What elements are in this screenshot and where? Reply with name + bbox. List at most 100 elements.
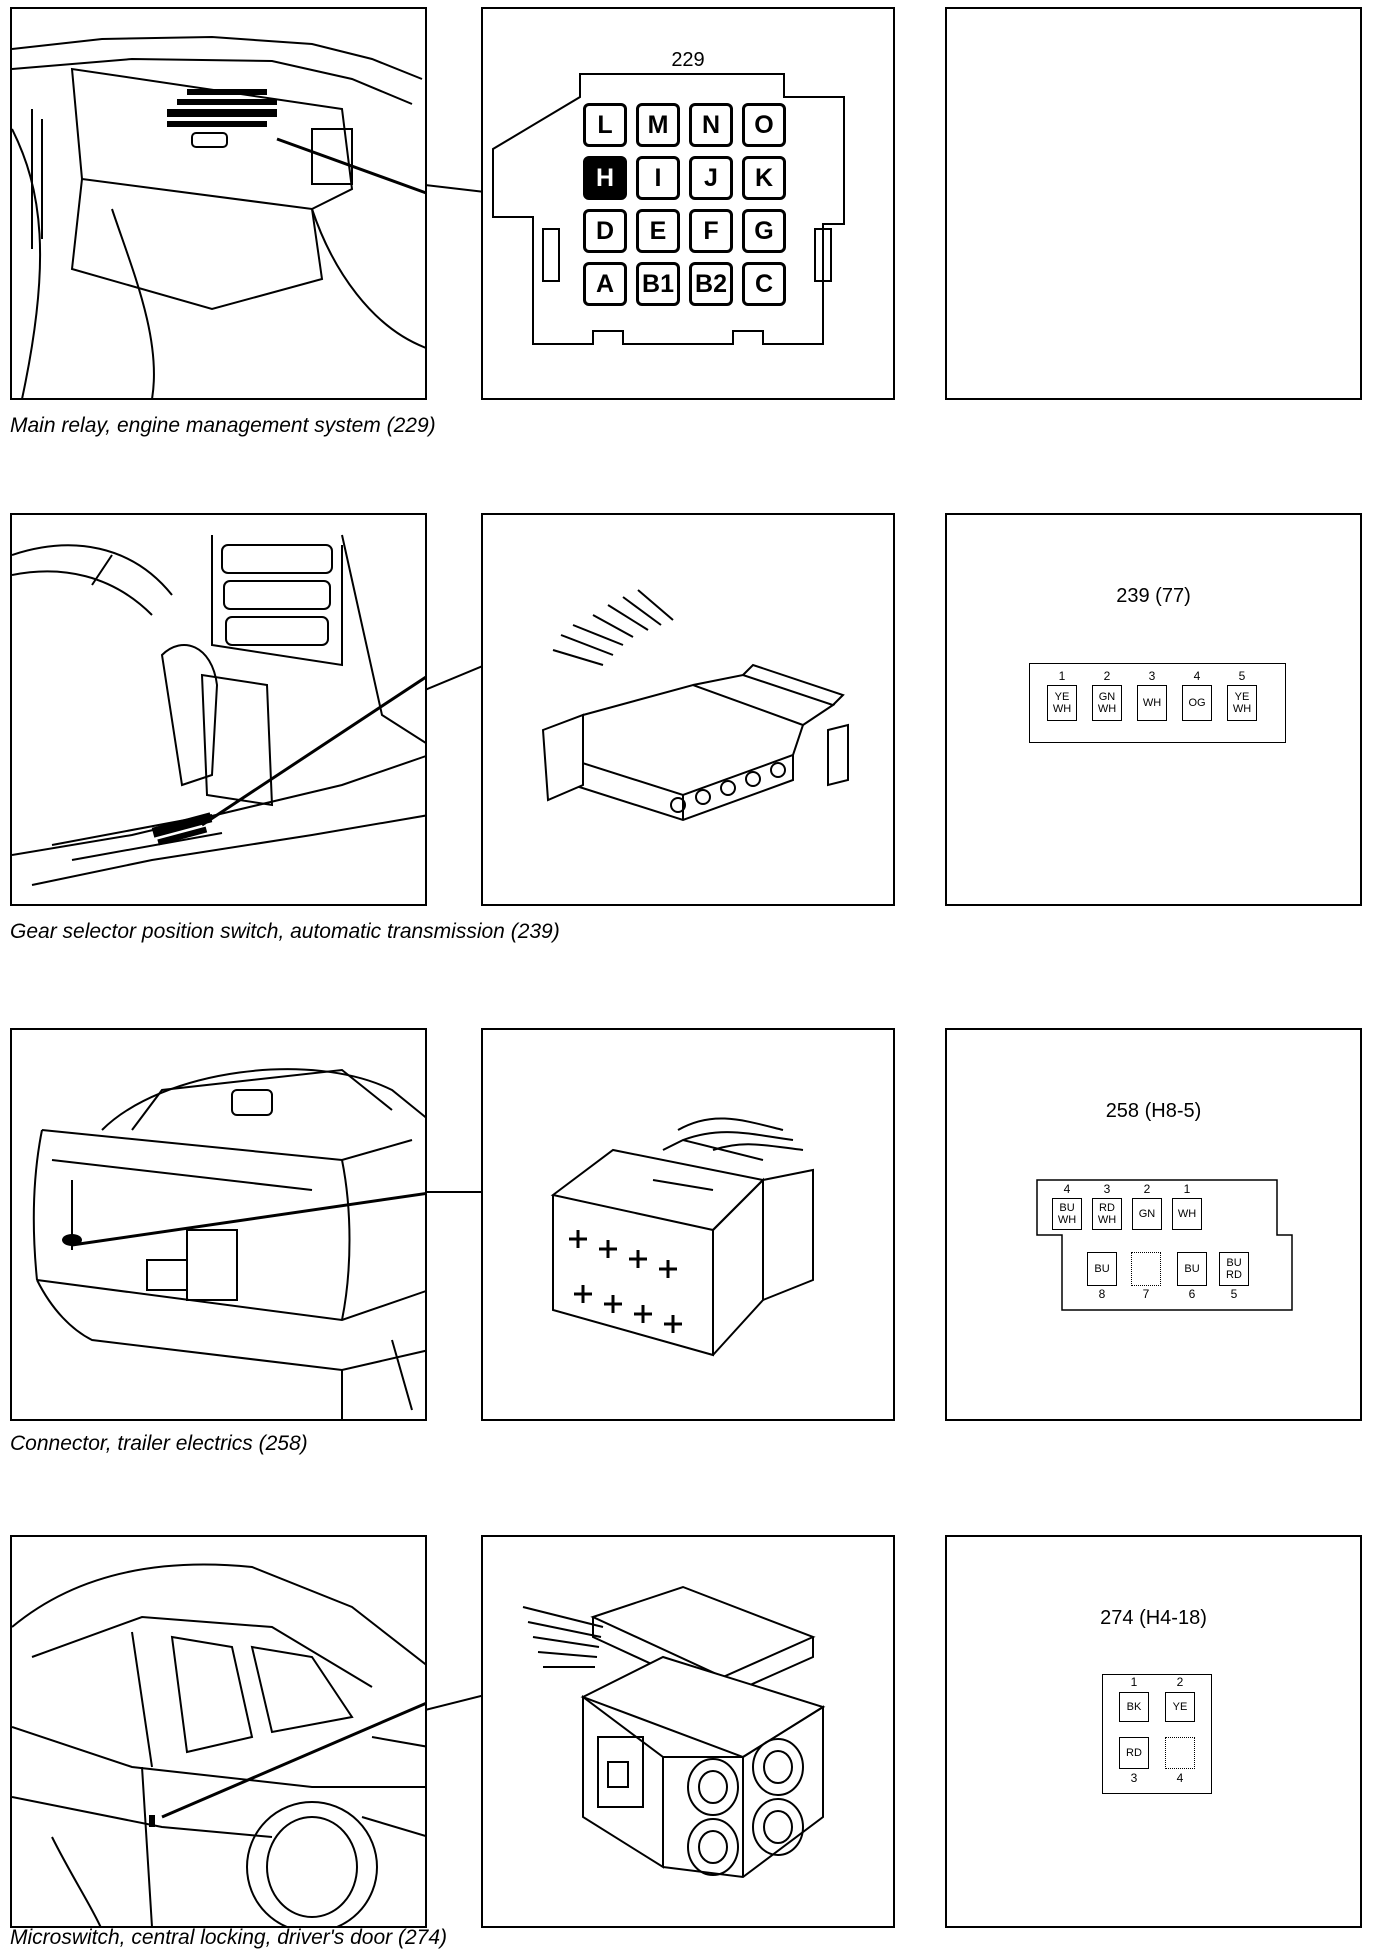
wire-color-code: BU <box>1094 1263 1110 1275</box>
wire-color-code: BU <box>1226 1257 1242 1269</box>
connector-274-illustration <box>522 1585 826 1879</box>
pin-number: 5 <box>1230 1287 1238 1301</box>
wire-color-code: GN <box>1138 1208 1156 1220</box>
pin-number: 2 <box>1176 1675 1184 1689</box>
wire-color-code: WH <box>1052 703 1072 715</box>
wire-color-code: BU <box>1059 1202 1075 1214</box>
connector-title: 258 (H8-5) <box>1105 1100 1202 1122</box>
c274-pin-2: YE <box>1165 1692 1195 1722</box>
wire-color-code: BU <box>1184 1263 1200 1275</box>
pin-L: L <box>583 103 627 147</box>
connector-photo-258 <box>481 1028 895 1421</box>
empty-panel-229 <box>945 7 1362 400</box>
pin-J: J <box>689 156 733 200</box>
c258-pin-7 <box>1131 1252 1161 1286</box>
car-rear-illustration <box>32 1068 425 1419</box>
pin-number: 3 <box>1148 669 1156 683</box>
pin-number: 3 <box>1130 1771 1138 1785</box>
location-illustration-229 <box>10 7 427 400</box>
wire-color-code: GN <box>1098 691 1116 703</box>
connector-face-258 <box>1036 1179 1293 1311</box>
pin-number: 7 <box>1142 1287 1150 1301</box>
pin-I: I <box>636 156 680 200</box>
wire-color-code: WH <box>1097 703 1117 715</box>
wire-color-code: OG <box>1188 697 1206 709</box>
c239-pin-4: OG <box>1182 685 1212 721</box>
dashboard-glovebox-illustration <box>12 35 425 398</box>
leader-line-258 <box>425 1191 485 1193</box>
wire-color-code: YE <box>1172 1701 1188 1713</box>
pin-number: 1 <box>1130 1675 1138 1689</box>
pin-A: A <box>583 262 627 306</box>
caption-274: Microswitch, central locking, driver's d… <box>10 1926 447 1949</box>
pin-H: H <box>583 156 627 200</box>
pin-number: 2 <box>1103 669 1111 683</box>
caption-239: Gear selector position switch, automatic… <box>10 920 560 943</box>
connector-239-illustration <box>541 589 849 822</box>
wire-color-code: YE <box>1234 691 1250 703</box>
c274-pin-1: BK <box>1119 1692 1149 1722</box>
location-illustration-239 <box>10 513 427 906</box>
pin-number: 2 <box>1143 1182 1151 1196</box>
car-side-illustration <box>12 1563 425 1926</box>
connector-258-illustration <box>550 1117 814 1357</box>
pin-M: M <box>636 103 680 147</box>
caption-258: Connector, trailer electrics (258) <box>10 1432 308 1455</box>
pin-K: K <box>742 156 786 200</box>
pin-B2: B2 <box>689 262 733 306</box>
relay-housing-outline <box>492 73 845 345</box>
c258-pin-6: BU <box>1177 1252 1207 1286</box>
pin-number: 4 <box>1063 1182 1071 1196</box>
c258-pin-2: GN <box>1132 1198 1162 1230</box>
connector-panel-229: 229 L M N O H I J K D E F G A B1 B2 C <box>481 7 895 400</box>
leader-line-239 <box>425 664 485 691</box>
connector-title: 239 (77) <box>1116 585 1191 607</box>
pin-number: 4 <box>1176 1771 1184 1785</box>
relay-pin-grid: L M N O H I J K D E F G A B1 B2 C <box>583 103 786 306</box>
c274-pin-4 <box>1165 1737 1195 1769</box>
c239-pin-3: WH <box>1137 685 1167 721</box>
pin-B1: B1 <box>636 262 680 306</box>
wire-color-code: WH <box>1232 703 1252 715</box>
wire-color-code: BK <box>1126 1701 1142 1713</box>
pin-number: 6 <box>1188 1287 1196 1301</box>
pin-G: G <box>742 209 786 253</box>
pin-E: E <box>636 209 680 253</box>
pin-number: 1 <box>1058 669 1066 683</box>
c274-pin-3: RD <box>1119 1737 1149 1769</box>
leader-line-274 <box>425 1694 485 1711</box>
caption-229: Main relay, engine management system (22… <box>10 414 436 437</box>
pin-number: 4 <box>1193 669 1201 683</box>
connector-photo-274 <box>481 1535 895 1928</box>
wire-color-code: WH <box>1057 1214 1077 1226</box>
leader-line-229 <box>425 184 485 193</box>
pin-number: 3 <box>1103 1182 1111 1196</box>
connector-title: 274 (H4-18) <box>1100 1607 1207 1629</box>
connector-title: 229 <box>671 49 705 71</box>
pin-D: D <box>583 209 627 253</box>
pin-C: C <box>742 262 786 306</box>
gear-selector-illustration <box>12 534 425 886</box>
c258-pin-8: BU <box>1087 1252 1117 1286</box>
pin-number: 8 <box>1098 1287 1106 1301</box>
pin-number: 5 <box>1238 669 1246 683</box>
wire-color-code: YE <box>1054 691 1070 703</box>
wire-color-code: RD <box>1099 1202 1115 1214</box>
wire-color-code: RD <box>1226 1269 1242 1281</box>
connector-photo-239 <box>481 513 895 906</box>
c258-pin-1: WH <box>1172 1198 1202 1230</box>
location-illustration-258 <box>10 1028 427 1421</box>
pin-O: O <box>742 103 786 147</box>
pin-number: 1 <box>1183 1182 1191 1196</box>
wire-color-code: WH <box>1097 1214 1117 1226</box>
location-illustration-274 <box>10 1535 427 1928</box>
